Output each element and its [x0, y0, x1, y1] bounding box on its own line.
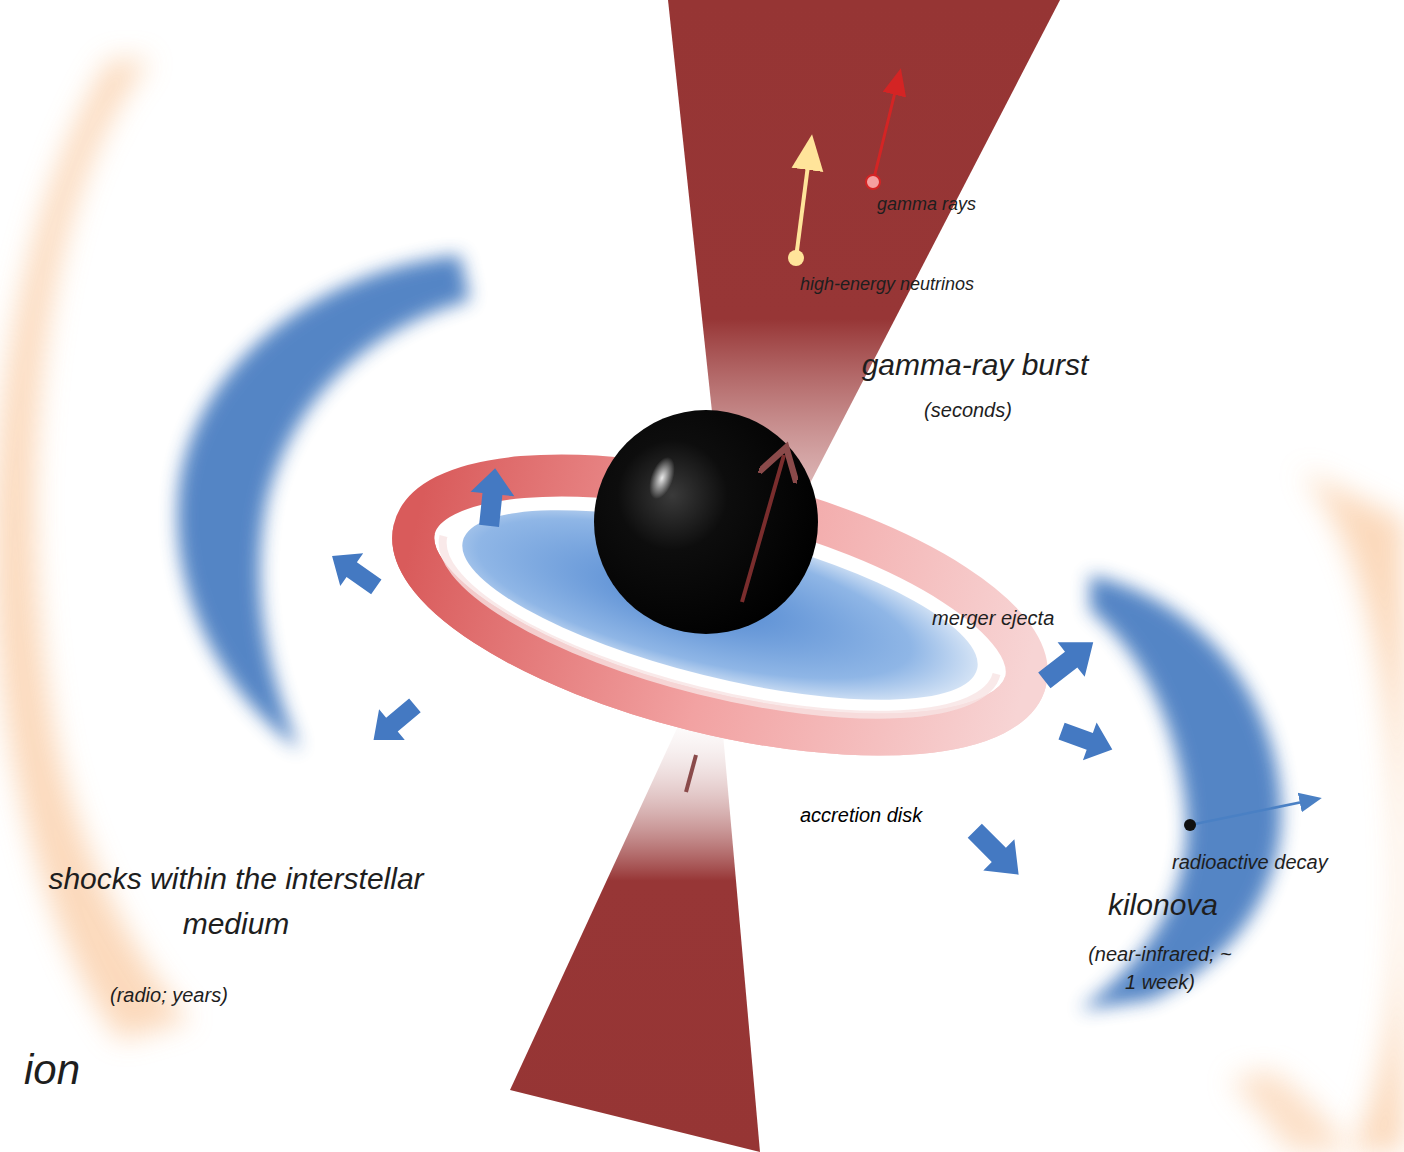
cut-title: ion	[24, 1044, 80, 1097]
ejecta-label: merger ejecta	[932, 606, 1054, 631]
wavelength-note: (radio; years)	[110, 983, 228, 1008]
neutrino-label: high-energy neutrinos	[800, 273, 974, 296]
burst-title: gamma-ray burst	[862, 346, 1089, 384]
decay-label: radioactive decay	[1172, 850, 1328, 875]
duration-note: (seconds)	[924, 398, 1012, 423]
disk-label: accretion disk	[800, 803, 922, 828]
kilonova-title: kilonova	[1108, 886, 1218, 924]
gamma-label: gamma rays	[877, 193, 976, 216]
wavelength-note: (near-infrared; ~ 1 week)	[1085, 940, 1235, 996]
shock-title: shocks within the interstellar medium	[46, 856, 426, 946]
